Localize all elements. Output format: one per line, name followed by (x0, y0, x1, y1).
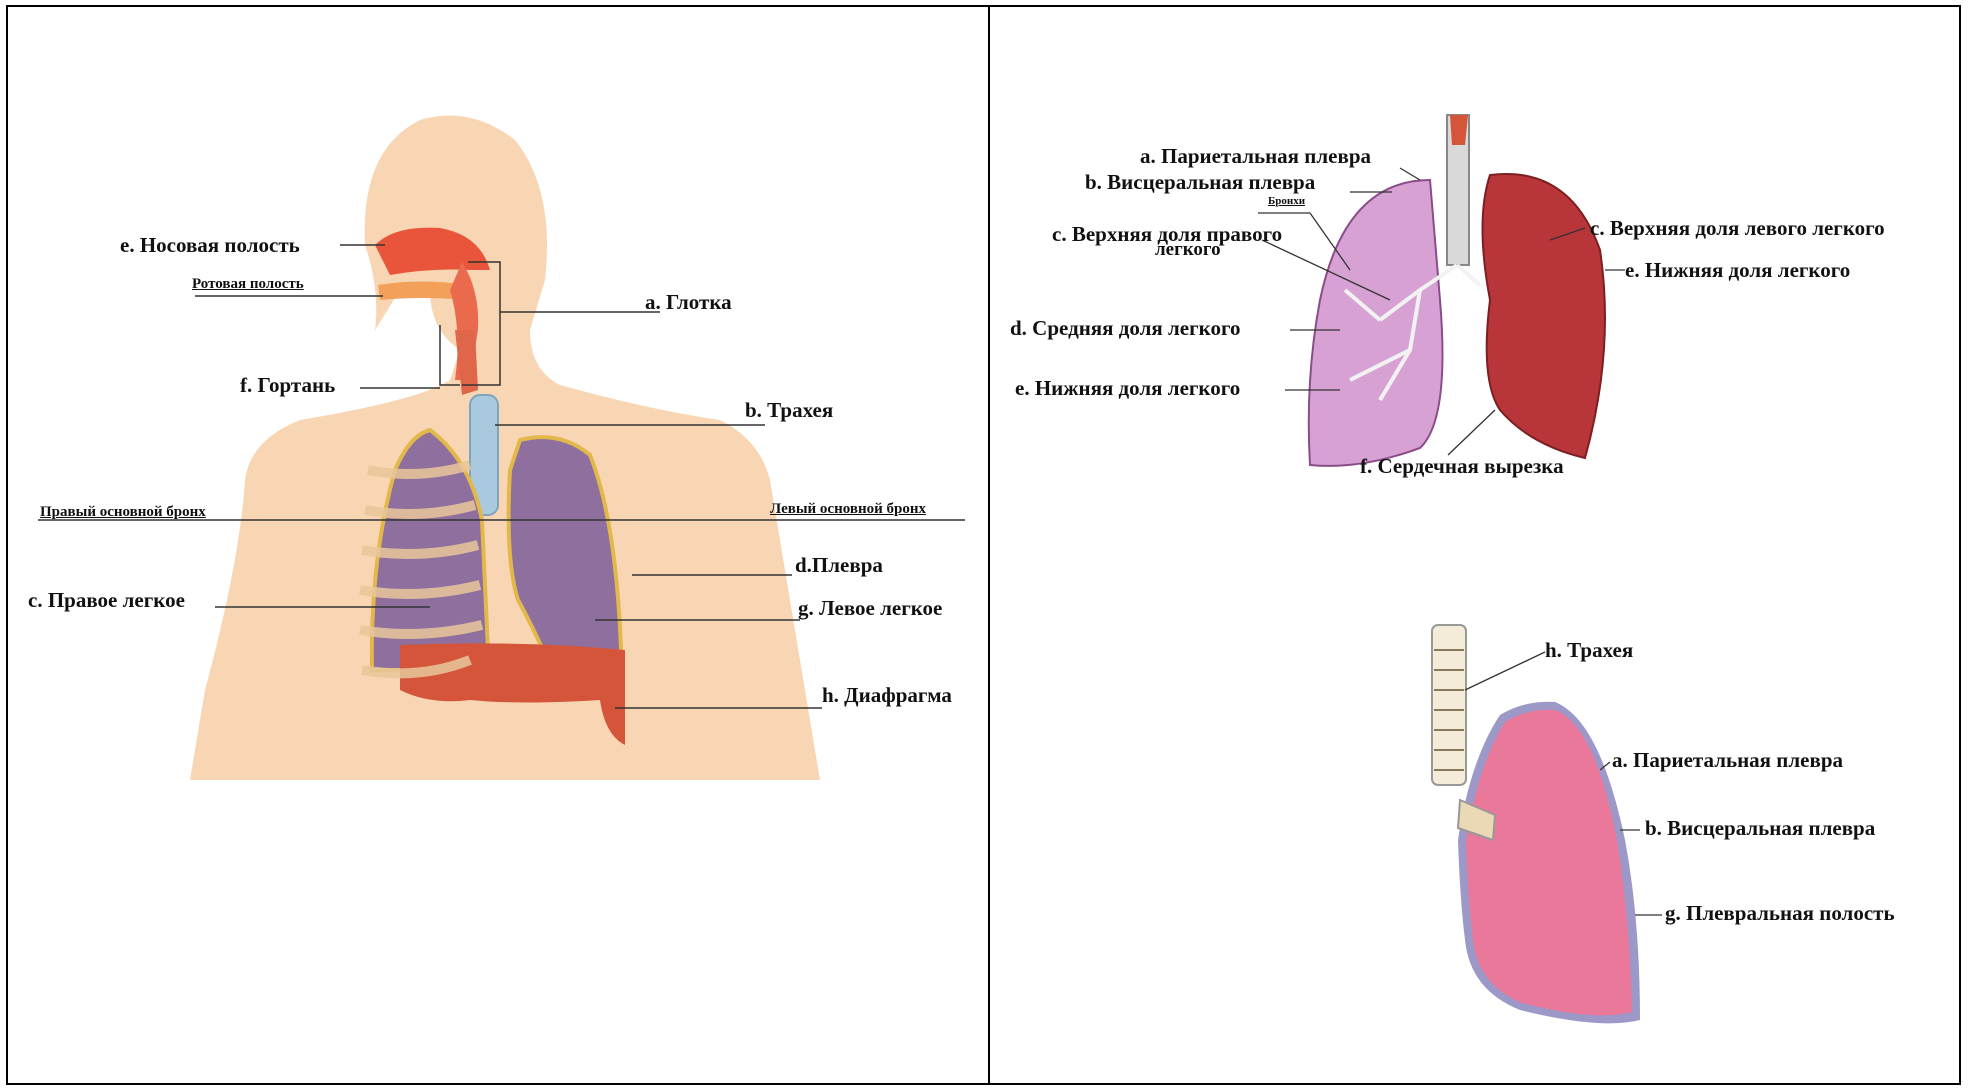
torso-illustration (38, 116, 965, 781)
pleura-illustration (1432, 625, 1662, 1023)
label-right-main-bronchus: Правый основной бронх (40, 505, 206, 520)
label-diaphragm: h. Диафрагма (822, 685, 952, 706)
label-lower-left-lobe: e. Нижняя доля легкого (1625, 260, 1850, 281)
label-middle-lobe: d. Средняя доля легкого (1010, 318, 1240, 339)
label-trachea: b. Трахея (745, 400, 833, 421)
label-trachea-bottom: h. Трахея (1545, 640, 1633, 661)
label-right-lung: c. Правое легкое (28, 590, 185, 611)
label-upper-right-lobe-line2: легкого (1155, 240, 1221, 259)
label-upper-left-lobe: c. Верхняя доля левого легкого (1590, 218, 1885, 239)
label-oral-cavity: Ротовая полость (192, 277, 304, 292)
label-cardiac-notch: f. Сердечная вырезка (1360, 456, 1564, 477)
label-nasal-cavity: e. Носовая полость (120, 235, 300, 256)
label-visceral-pleura-bottom: b. Висцеральная плевра (1645, 818, 1875, 839)
label-bronchi: Бронхи (1268, 196, 1305, 207)
label-visceral-pleura-top: b. Висцеральная плевра (1085, 172, 1315, 193)
label-parietal-pleura-top: a. Париетальная плевра (1140, 146, 1371, 167)
right-lung-front-shape (1309, 180, 1443, 466)
larynx-top-shape (1450, 115, 1468, 145)
pleural-cavity-shape (1466, 710, 1632, 1016)
label-left-lung: g. Левое легкое (798, 598, 942, 619)
label-left-main-bronchus: Левый основной бронх (770, 502, 926, 517)
label-parietal-pleura-bottom: a. Париетальная плевра (1612, 750, 1843, 771)
label-lower-right-lobe: e. Нижняя доля легкого (1015, 378, 1240, 399)
label-pleura: d.Плевра (795, 555, 883, 576)
label-pleural-cavity: g. Плевральная полость (1665, 903, 1895, 924)
label-larynx: f. Гортань (240, 375, 335, 396)
left-lung-front-shape (1483, 174, 1606, 458)
label-pharynx: a. Глотка (645, 292, 732, 313)
